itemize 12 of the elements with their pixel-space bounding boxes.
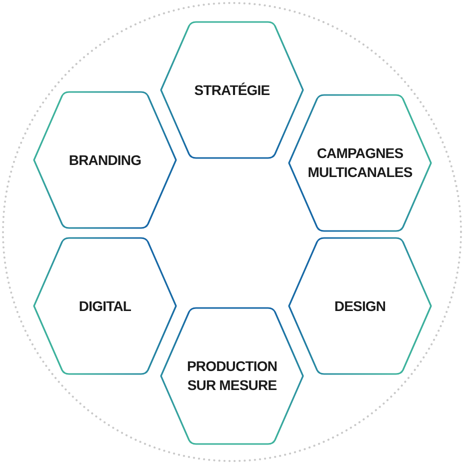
hexagon (160, 21, 304, 159)
hexagon (33, 237, 177, 375)
hexagon (288, 237, 432, 375)
hexagon (288, 94, 432, 232)
hexagon-label: DIGITAL (78, 296, 132, 316)
hexagon (33, 91, 177, 229)
hexagon-label: CAMPAGNES MULTICANALES (306, 144, 414, 182)
hexagon (160, 307, 304, 445)
hexagon-label: DESIGN (334, 296, 386, 316)
hexagon-label: BRANDING (68, 150, 142, 170)
hexagon-label: PRODUCTION SUR MESURE (186, 357, 278, 395)
hexagon-label: STRATÉGIE (194, 80, 270, 100)
